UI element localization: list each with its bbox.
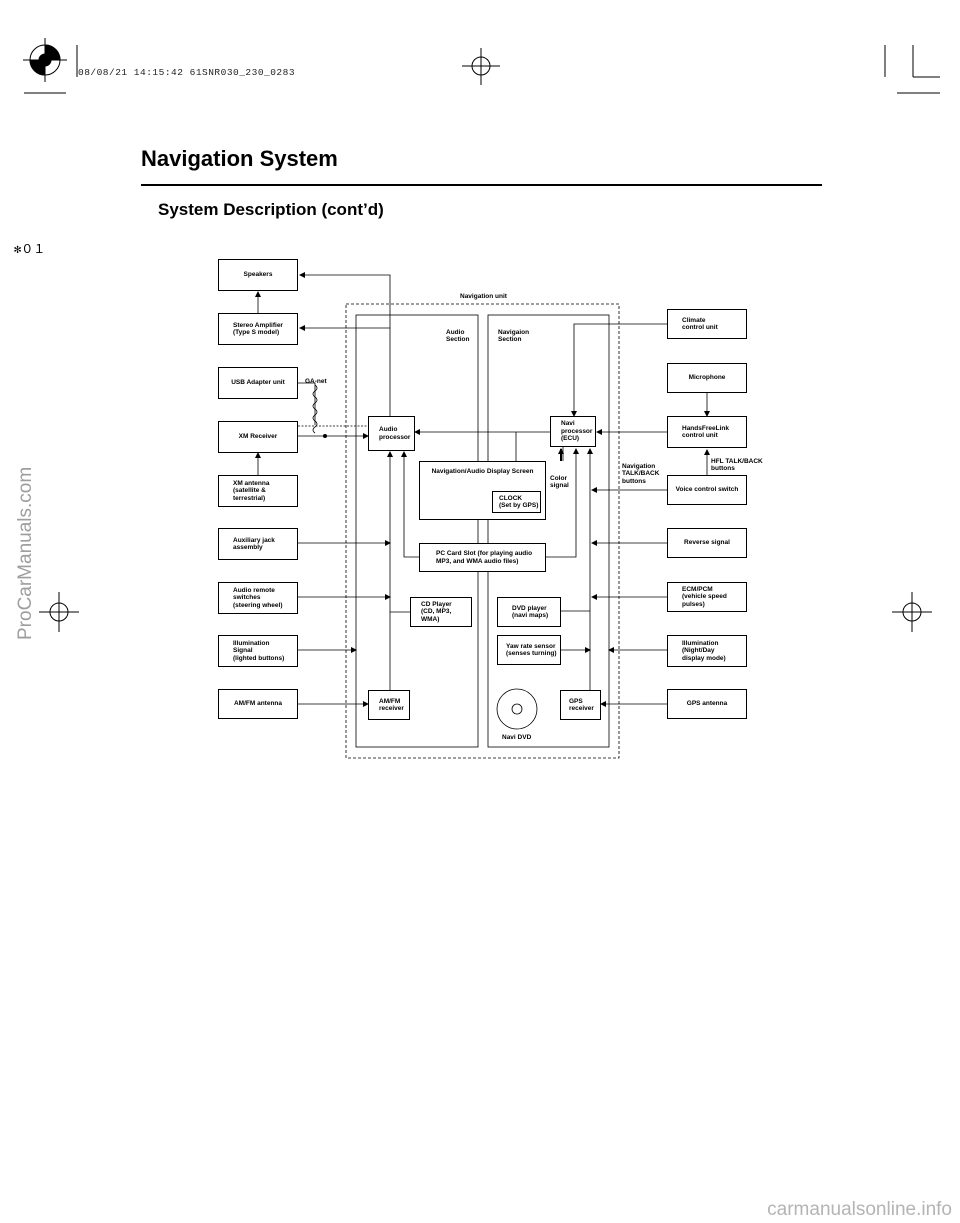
speakers-box: Speakers	[218, 259, 298, 291]
page-marker: ✻０１	[14, 243, 46, 257]
pc-card-slot-box: PC Card Slot (for playing audio MP3, and…	[419, 543, 546, 572]
navi-dvd-disc-icon	[496, 688, 538, 730]
audio-remote-box: Audio remote switches (steering wheel)	[218, 582, 298, 614]
clock-box: CLOCK (Set by GPS)	[492, 491, 541, 513]
audio-section-label: Audio Section	[446, 329, 470, 344]
audio-section-outline	[355, 314, 479, 748]
ga-net-label: GA-net	[305, 378, 327, 385]
audio-processor-box: Audio processor	[368, 416, 415, 451]
illumination-signal-box: Illumination Signal (lighted buttons)	[218, 635, 298, 667]
ecm-pcm-box: ECM/PCM (vehicle speed pulses)	[667, 582, 747, 612]
section-title: System Description (cont’d)	[158, 200, 384, 219]
reverse-signal-box: Reverse signal	[667, 528, 747, 558]
gps-receiver-box: GPS receiver	[560, 690, 601, 720]
yaw-rate-sensor-box: Yaw rate sensor (senses turning)	[497, 635, 561, 665]
print-stamp: 08/08/21 14:15:42 61SNR030_230_0283	[78, 67, 296, 78]
amfm-receiver-box: AM/FM receiver	[368, 690, 410, 720]
color-signal-label: Color signal	[550, 475, 569, 490]
navi-processor-box: Navi processor (ECU)	[550, 416, 596, 447]
navigation-section-label: Navigaion Section	[498, 329, 530, 344]
xm-antenna-box: XM antenna (satellite & terrestrial)	[218, 475, 298, 507]
navigation-talk-back-label: Navigation TALK/BACK buttons	[622, 463, 660, 485]
climate-control-box: Climate control unit	[667, 309, 747, 339]
hfl-talk-back-label: HFL TALK/BACK buttons	[711, 458, 763, 473]
microphone-box: Microphone	[667, 363, 747, 393]
dvd-player-box: DVD player (navi maps)	[497, 597, 561, 627]
handsfreelink-box: HandsFreeLink control unit	[667, 416, 747, 448]
stereo-amplifier-box: Stereo Amplifier (Type S model)	[218, 313, 298, 345]
navi-dvd-label: Navi DVD	[502, 734, 532, 741]
auxiliary-jack-box: Auxiliary jack assembly	[218, 528, 298, 560]
navigation-section-outline	[487, 314, 610, 748]
illumination-night-day-box: Illumination (Night/Day display mode)	[667, 635, 747, 667]
amfm-antenna-box: AM/FM antenna	[218, 689, 298, 719]
xm-receiver-box: XM Receiver	[218, 421, 298, 453]
usb-adapter-box: USB Adapter unit	[218, 367, 298, 399]
voice-control-switch-box: Voice control switch	[667, 475, 747, 505]
navigation-unit-outline	[345, 303, 620, 759]
cd-player-box: CD Player (CD, MP3, WMA)	[410, 597, 472, 627]
navigation-unit-label: Navigation unit	[460, 293, 507, 300]
footer-watermark: carmanualsonline.info	[767, 1199, 952, 1220]
gps-antenna-box: GPS antenna	[667, 689, 747, 719]
page-title: Navigation System	[141, 146, 338, 171]
title-divider	[141, 184, 822, 186]
